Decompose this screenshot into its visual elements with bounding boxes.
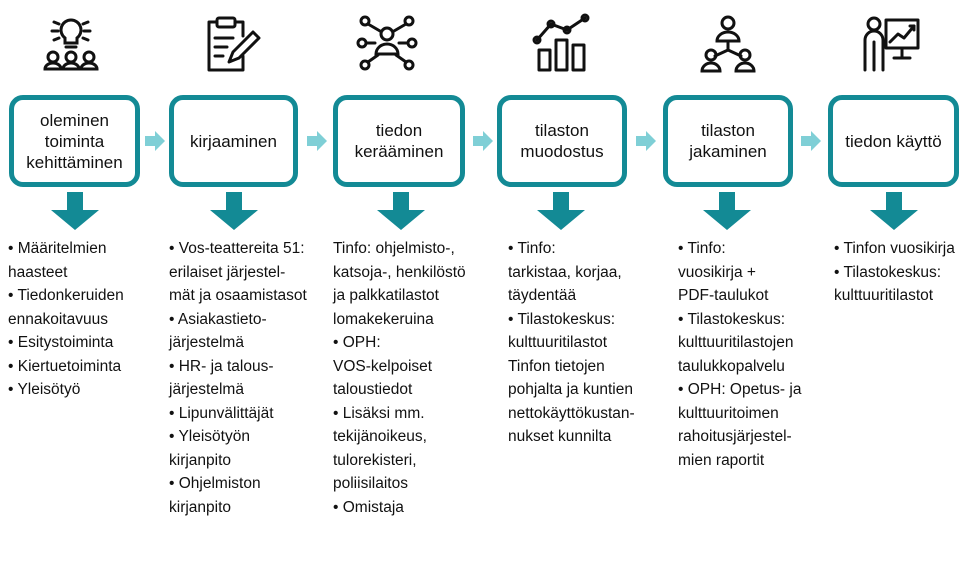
- list-item: nettokäyttökustan-: [508, 404, 635, 422]
- step-list-tiedon-kaytto: • Tinfon vuosikirja • Tilastokeskus: kul…: [834, 237, 955, 308]
- down-arrow-icon: [377, 192, 425, 230]
- list-item: • Tilastokeskus:: [834, 263, 942, 281]
- list-item: ennakoitavuus: [8, 310, 108, 328]
- list-item: tekijänoikeus,: [333, 428, 427, 445]
- step-label: kirjaaminen: [190, 131, 277, 151]
- list-item: tarkistaa, korjaa,: [508, 263, 622, 281]
- list-item: nukset kunnilta: [508, 428, 612, 445]
- list-item: lomakekeruina: [333, 310, 434, 328]
- list-item: taulukkopalvelu: [678, 357, 785, 375]
- clipboard-pen-icon: [199, 12, 261, 74]
- flow-arrow-icon: [145, 131, 165, 151]
- list-item: • OPH: Opetus- ja: [678, 381, 802, 398]
- presenter-board-icon: [860, 12, 922, 74]
- list-item: rahoitusjärjestel-: [678, 428, 792, 445]
- step-list-tiedon-keraaminen: Tinfo: ohjelmisto-, katsoja-, henkilöstö…: [333, 237, 466, 519]
- list-item: • Tiedonkeruiden: [8, 287, 124, 304]
- list-item: järjestelmä: [169, 334, 244, 351]
- list-item: • Määritelmien: [8, 240, 107, 257]
- list-item: kulttuuritoimen: [678, 404, 779, 422]
- down-arrow-icon: [537, 192, 585, 230]
- flow-arrow-icon: [307, 131, 327, 151]
- down-arrow-icon: [210, 192, 258, 230]
- list-item: täydentää: [508, 287, 577, 304]
- step-box-tilaston-muodostus: tilaston muodostus: [497, 95, 627, 187]
- step-list-oleminen: • Määritelmien haasteet • Tiedonkeruiden…: [8, 237, 124, 402]
- list-item: PDF-taulukot: [678, 287, 769, 304]
- list-item: • Tilastokeskus:: [508, 310, 616, 328]
- step-box-tiedon-kaytto: tiedon käyttö: [828, 95, 959, 187]
- flow-arrow-icon: [473, 131, 493, 151]
- step-list-tilaston-jakaminen: • Tinfo: vuosikirja + PDF-taulukot • Til…: [678, 237, 801, 472]
- list-item: katsoja-, henkilöstö: [333, 263, 466, 281]
- list-item: ja palkkatilastot: [333, 287, 439, 304]
- flow-arrow-icon: [801, 131, 821, 151]
- step-label: tiedon käyttö: [845, 131, 942, 151]
- list-item: • Yleisötyön: [169, 428, 250, 445]
- list-item: haasteet: [8, 263, 68, 281]
- list-item: • HR- ja talous-: [169, 357, 274, 375]
- list-item: järjestelmä: [169, 381, 244, 398]
- list-item: VOS-kelpoiset: [333, 357, 433, 375]
- step-box-kirjaaminen: kirjaaminen: [169, 95, 298, 187]
- step-list-tilaston-muodostus: • Tinfo: tarkistaa, korjaa, täydentää • …: [508, 237, 635, 449]
- list-item: • Tilastokeskus:: [678, 310, 786, 328]
- step-list-kirjaaminen: • Vos-teattereita 51: erilaiset järjeste…: [169, 237, 307, 519]
- list-item: kulttuuritilastojen: [678, 334, 794, 351]
- list-item: • OPH:: [333, 334, 381, 351]
- step-label: oleminen toiminta kehittäminen: [26, 110, 123, 172]
- list-item: erilaiset järjestel-: [169, 263, 286, 281]
- down-arrow-icon: [51, 192, 99, 230]
- flow-arrow-icon: [636, 131, 656, 151]
- step-box-tilaston-jakaminen: tilaston jakaminen: [663, 95, 793, 187]
- list-item: kulttuuritilastot: [508, 334, 608, 351]
- step-label: tilaston jakaminen: [689, 121, 767, 161]
- step-label: tiedon kerääminen: [354, 121, 444, 161]
- list-item: • Tinfo:: [678, 240, 726, 257]
- network-person-icon: [356, 12, 418, 74]
- lightbulb-people-icon: [40, 12, 102, 74]
- list-item: vuosikirja +: [678, 263, 756, 281]
- list-item: • Lisäksi mm.: [333, 404, 425, 422]
- list-item: • Vos-teattereita 51:: [169, 240, 305, 257]
- list-item: kirjanpito: [169, 451, 232, 469]
- list-item: poliisilaitos: [333, 475, 408, 492]
- list-item: • Omistaja: [333, 498, 404, 516]
- list-item: • Yleisötyö: [8, 381, 81, 398]
- step-label: tilaston muodostus: [520, 121, 604, 161]
- list-item: • Ohjelmiston: [169, 475, 261, 492]
- chart-trend-icon: [531, 12, 593, 74]
- list-item: • Asiakastieto-: [169, 310, 267, 328]
- list-item: mien raportit: [678, 451, 765, 469]
- people-hierarchy-icon: [697, 12, 759, 74]
- list-item: pohjalta ja kuntien: [508, 381, 633, 398]
- step-box-oleminen: oleminen toiminta kehittäminen: [9, 95, 140, 187]
- list-item: • Tinfon vuosikirja: [834, 240, 955, 257]
- step-box-tiedon-keraaminen: tiedon kerääminen: [333, 95, 465, 187]
- list-item: kulttuuritilastot: [834, 287, 934, 304]
- down-arrow-icon: [703, 192, 751, 230]
- list-item: • Lipunvälittäjät: [169, 404, 274, 422]
- list-item: • Kiertuetoiminta: [8, 357, 122, 375]
- down-arrow-icon: [870, 192, 918, 230]
- list-item: Tinfo: ohjelmisto-,: [333, 240, 455, 257]
- list-item: • Esitystoiminta: [8, 334, 114, 351]
- list-item: taloustiedot: [333, 381, 413, 398]
- list-item: mät ja osaamistasot: [169, 287, 307, 304]
- list-item: kirjanpito: [169, 498, 232, 516]
- list-item: Tinfon tietojen: [508, 357, 605, 375]
- list-item: • Tinfo:: [508, 240, 556, 257]
- list-item: tulorekisteri,: [333, 451, 417, 469]
